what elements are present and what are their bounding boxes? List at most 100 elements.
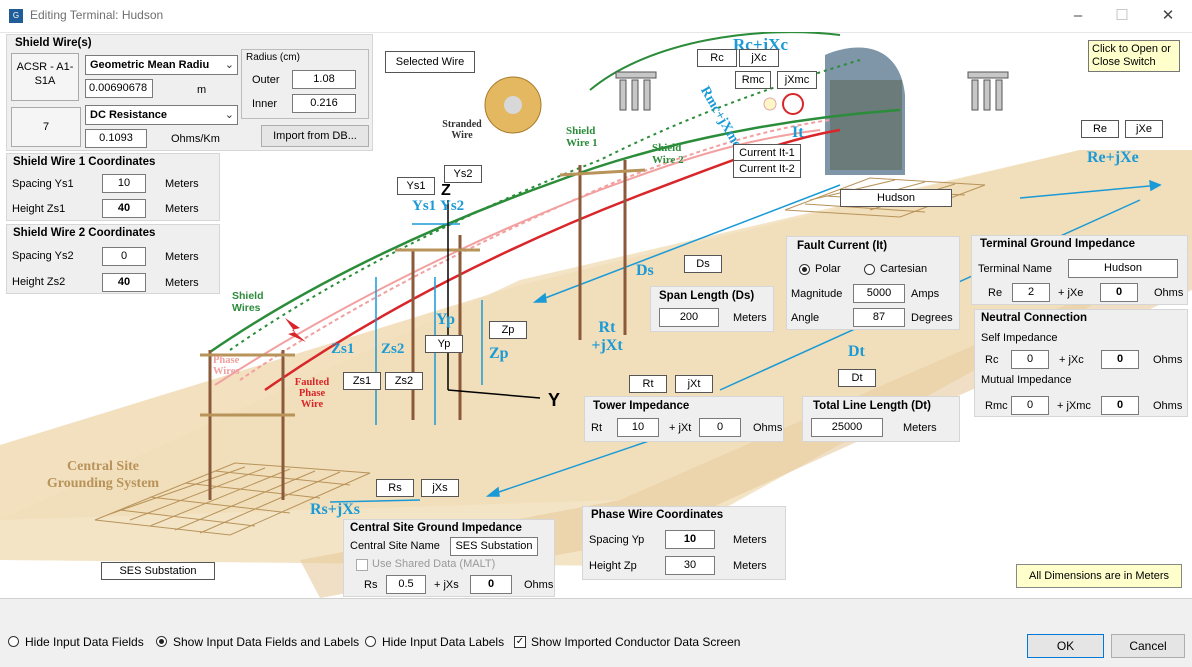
jxe-tag[interactable]: jXe: [1125, 120, 1163, 138]
angle-label: Angle: [791, 312, 820, 324]
faulted-phase-label: Faulted Phase Wire: [294, 377, 330, 410]
inner-label: Inner: [252, 98, 278, 110]
radius-mode-select[interactable]: Geometric Mean Radiu⌄: [85, 55, 238, 75]
span-length-unit: Meters: [733, 312, 767, 324]
selected-wire-button[interactable]: Selected Wire: [385, 51, 475, 73]
phase-height-field[interactable]: 30: [665, 556, 715, 575]
show-imported-label: Show Imported Conductor Data Screen: [531, 635, 741, 649]
magnitude-field[interactable]: 5000: [853, 284, 905, 303]
switch-note[interactable]: Click to Open or Close Switch: [1088, 40, 1180, 72]
zs2-tag[interactable]: Zs2: [385, 372, 423, 390]
rc-tag[interactable]: Rc: [697, 49, 737, 67]
resistance-value-field[interactable]: 0.1093: [85, 129, 147, 148]
current-it1-tag[interactable]: Current It-1: [733, 144, 801, 162]
shield2-height-field[interactable]: 40: [102, 273, 146, 292]
shield1-spacing-field[interactable]: 10: [102, 174, 146, 193]
current-it2-tag[interactable]: Current It-2: [733, 160, 801, 178]
hide-inputs-label: Hide Input Data Fields: [25, 635, 144, 649]
resistance-mode-select[interactable]: DC Resistance⌄: [85, 105, 238, 125]
ses-substation-tag[interactable]: SES Substation: [101, 562, 215, 580]
rt-field[interactable]: 10: [617, 418, 659, 437]
shield2-spacing-label: Spacing Ys2: [12, 250, 74, 262]
total-line-field[interactable]: 25000: [811, 418, 883, 437]
shield2-spacing-field[interactable]: 0: [102, 247, 146, 266]
shield1-height-field[interactable]: 40: [102, 199, 146, 218]
jxt-tag[interactable]: jXt: [675, 375, 713, 393]
shield-wire-1-panel: Shield Wire 1 Coordinates Spacing Ys1 10…: [6, 153, 220, 221]
y-axis: [447, 389, 541, 399]
radius-group-label: Radius (cm): [246, 52, 300, 63]
close-icon[interactable]: ✕: [1161, 7, 1175, 24]
rs-tag[interactable]: Rs: [376, 479, 414, 497]
zs1-tag[interactable]: Zs1: [343, 372, 381, 390]
rmc-field[interactable]: 0: [1011, 396, 1049, 415]
re-field[interactable]: 2: [1012, 283, 1050, 302]
mutual-impedance-label: Mutual Impedance: [981, 374, 1072, 386]
ds-tag[interactable]: Ds: [684, 255, 722, 273]
phase-spacing-field[interactable]: 10: [665, 530, 715, 549]
zp-tag[interactable]: Zp: [489, 321, 527, 339]
show-inputs-radio[interactable]: [156, 636, 167, 647]
polar-radio[interactable]: [799, 264, 810, 275]
jxt-field[interactable]: 0: [699, 418, 741, 437]
shared-data-checkbox[interactable]: [356, 559, 368, 571]
outer-radius-field[interactable]: 1.08: [292, 70, 356, 89]
jxs-field[interactable]: 0: [470, 575, 512, 594]
radius-mode-value: Geometric Mean Radiu: [90, 59, 210, 71]
jxe-field[interactable]: 0: [1100, 283, 1138, 302]
total-line-heading: Total Line Length (Dt): [813, 400, 931, 412]
zs2-label: Zs2: [381, 341, 405, 357]
self-impedance-label: Self Impedance: [981, 332, 1058, 344]
ys2-tag[interactable]: Ys2: [444, 165, 482, 183]
central-site-name-field[interactable]: SES Substation: [450, 537, 538, 556]
phase-wire-b: [239, 119, 831, 381]
angle-field[interactable]: 87: [853, 308, 905, 327]
conductor-number: 7: [11, 107, 81, 147]
hide-inputs-radio[interactable]: [8, 636, 19, 647]
tower-unit: Ohms: [753, 422, 783, 434]
jxc-tag[interactable]: jXc: [739, 49, 779, 67]
rc-field[interactable]: 0: [1011, 350, 1049, 369]
total-line-length-panel: Total Line Length (Dt) 25000 Meters: [802, 396, 960, 442]
hudson-tag[interactable]: Hudson: [840, 189, 952, 207]
rmc-tag[interactable]: Rmc: [735, 71, 771, 89]
shield-wires-panel: Shield Wire(s) ACSR - A1-S1A 7 Geometric…: [6, 34, 373, 151]
yp-tag[interactable]: Yp: [425, 335, 463, 353]
dt-tag[interactable]: Dt: [838, 369, 876, 387]
span-length-heading: Span Length (Ds): [659, 290, 755, 302]
ys1-tag[interactable]: Ys1: [397, 177, 435, 195]
jxs-tag[interactable]: jXs: [421, 479, 459, 497]
rt-tag[interactable]: Rt: [629, 375, 667, 393]
jxmc-tag[interactable]: jXmc: [777, 71, 817, 89]
fault-bolt-icon: [285, 318, 306, 342]
ds-label: Ds: [636, 262, 654, 279]
import-from-db-button[interactable]: Import from DB...: [261, 125, 369, 147]
ok-button[interactable]: OK: [1027, 634, 1104, 658]
radius-value-field[interactable]: 0.00690678: [85, 79, 153, 98]
yp-label: Yp: [436, 311, 455, 328]
show-imported-checkbox[interactable]: ✓: [514, 636, 526, 648]
shield1-spacing-unit: Meters: [165, 178, 199, 190]
impedance-node-icon: [763, 97, 777, 111]
cartesian-radio[interactable]: [864, 264, 875, 275]
phase-spacing-label: Spacing Yp: [589, 534, 645, 546]
dt-label: Dt: [848, 343, 865, 360]
jxc-field[interactable]: 0: [1101, 350, 1139, 369]
terminal-name-field[interactable]: Hudson: [1068, 259, 1178, 278]
maximize-icon[interactable]: ☐: [1115, 7, 1129, 24]
inner-radius-field[interactable]: 0.216: [292, 94, 356, 113]
rs-field[interactable]: 0.5: [386, 575, 426, 594]
ys1-label: Ys1: [412, 198, 437, 214]
re-tag[interactable]: Re: [1081, 120, 1119, 138]
phase-wires-label: Phase Wires: [213, 355, 240, 377]
magnitude-unit: Amps: [911, 288, 940, 300]
span-length-field[interactable]: 200: [659, 308, 719, 327]
cancel-button[interactable]: Cancel: [1111, 634, 1185, 658]
minimize-icon[interactable]: –: [1073, 7, 1083, 24]
jxmc-field[interactable]: 0: [1101, 396, 1139, 415]
shield-wire-1-label: Shield Wire 1: [566, 125, 598, 149]
hide-labels-radio[interactable]: [365, 636, 376, 647]
show-inputs-label: Show Input Data Fields and Labels: [173, 635, 360, 649]
conductor-name-text: ACSR - A1-S1A: [16, 61, 74, 87]
diagram-canvas: Rc+jXc Rmc+jXmc It Re+jXe Stranded Wire …: [0, 32, 1192, 598]
